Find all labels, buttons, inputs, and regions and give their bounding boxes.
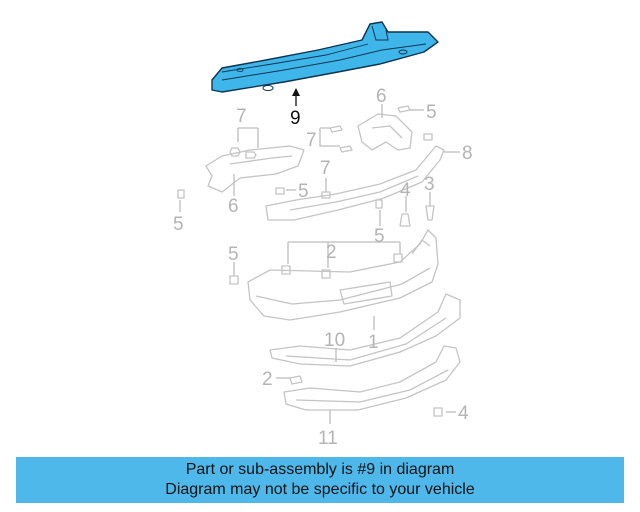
callout-3: 3 <box>424 174 435 195</box>
info-banner: Part or sub-assembly is #9 in diagram Di… <box>16 457 624 503</box>
banner-line-part-number: Part or sub-assembly is #9 in diagram <box>185 461 455 478</box>
bumper-cover-part-1 <box>247 229 439 321</box>
valance-part-11 <box>283 345 461 411</box>
callout-5: 5 <box>173 214 184 235</box>
right-bracket-part-6 <box>357 113 413 151</box>
callout-11: 11 <box>318 428 338 449</box>
callout-10: 10 <box>324 330 345 351</box>
callout-5: 5 <box>228 244 239 265</box>
banner-line-disclaimer: Diagram may not be specific to your vehi… <box>165 481 475 498</box>
callout-2: 2 <box>262 369 273 390</box>
left-bracket-part-6 <box>205 145 305 193</box>
callout-7: 7 <box>236 106 247 127</box>
callout-4: 4 <box>400 180 411 201</box>
callout-7: 7 <box>306 130 317 151</box>
fasteners <box>177 105 443 417</box>
callout-5: 5 <box>298 181 309 202</box>
parts-diagram: 9 6 5 7 8 7 6 5 5 7 4 3 2 5 5 10 1 2 4 1… <box>173 21 473 449</box>
callout-8: 8 <box>462 143 473 164</box>
callout-5: 5 <box>374 226 385 247</box>
callout-6: 6 <box>228 196 239 217</box>
callout-1: 1 <box>368 332 379 353</box>
callout-4: 4 <box>458 403 469 424</box>
callout-2: 2 <box>326 242 337 263</box>
callout-5: 5 <box>426 102 437 123</box>
lower-cover-part-10 <box>269 293 461 367</box>
leader-lines <box>179 88 460 424</box>
callout-7: 7 <box>320 158 331 179</box>
callout-6: 6 <box>376 86 387 107</box>
bumper-reinforcement-part-9[interactable] <box>211 21 439 93</box>
callout-9[interactable]: 9 <box>290 108 301 129</box>
energy-absorber-part-8 <box>265 145 445 221</box>
